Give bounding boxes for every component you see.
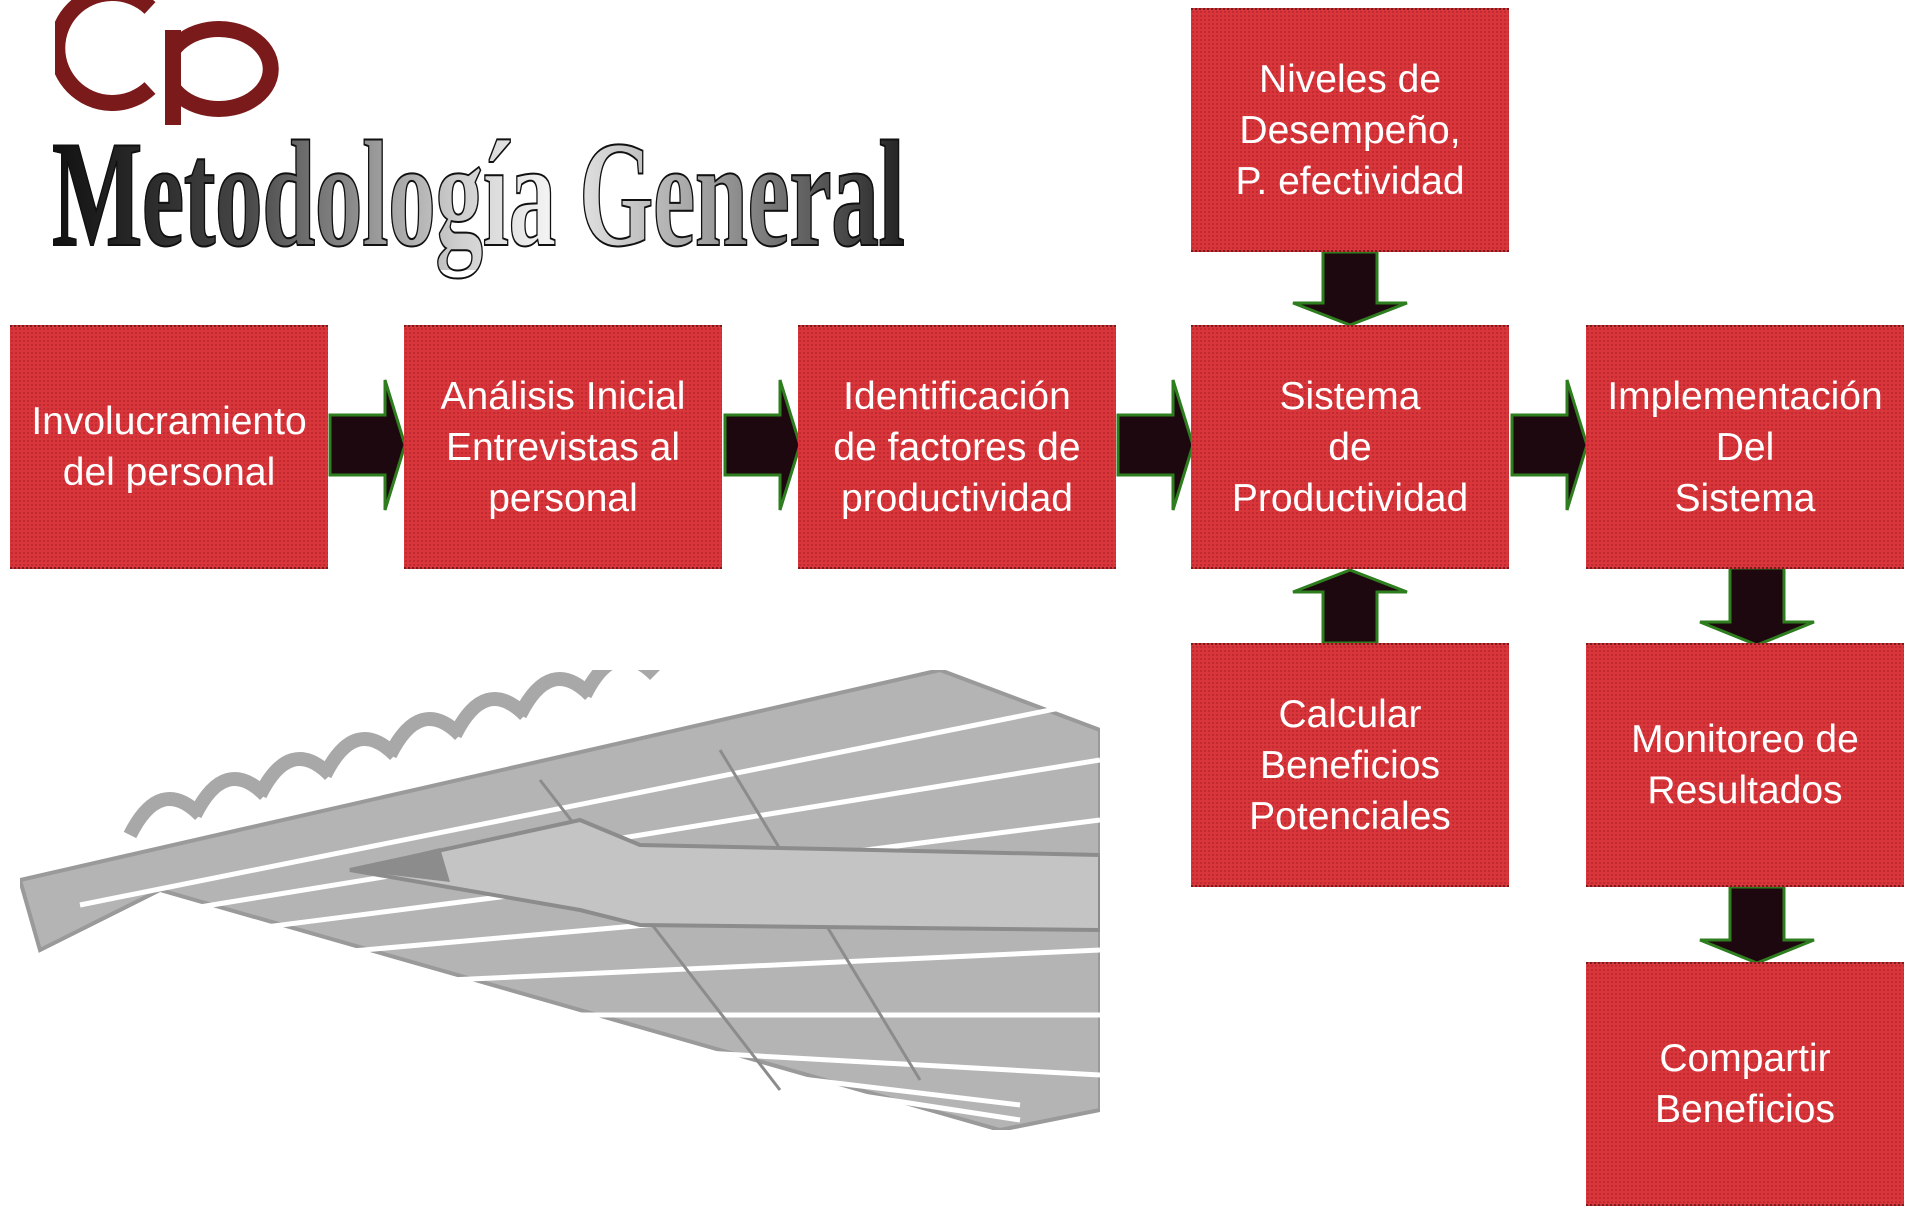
box-involucramiento: Involucramiento del personal [10,325,328,569]
box-implementacion: Implementación Del Sistema [1586,325,1904,569]
box-calcular-beneficios: Calcular Beneficios Potenciales [1191,643,1509,887]
box-compartir-beneficios: Compartir Beneficios [1586,962,1904,1206]
box-analisis-label: Análisis Inicial Entrevistas al personal [440,374,686,520]
box-implementacion-label: Implementación Del Sistema [1607,374,1883,520]
arrow-down-implementacion [1699,566,1815,647]
box-analisis-inicial: Análisis Inicial Entrevistas al personal [404,325,722,569]
notebook-pencil-icon [20,670,1100,1130]
arrow-right-3 [1116,379,1195,511]
arrow-down-niveles [1292,250,1408,327]
page-title: Metodología General [51,110,905,278]
arrow-up-calcular [1292,568,1408,645]
arrow-down-monitoreo [1699,885,1815,965]
box-sistema-productividad: Sistema de Productividad [1191,325,1509,569]
box-niveles-label: Niveles de Desempeño, P. efectividad [1235,57,1465,203]
arrow-right-4 [1510,379,1589,511]
arrow-right-1 [328,379,407,511]
box-identificacion-label: Identificación de factores de productivi… [833,374,1081,520]
box-calcular-label: Calcular Beneficios Potenciales [1249,692,1451,838]
box-sistema-label: Sistema de Productividad [1231,374,1469,520]
box-compartir-label: Compartir Beneficios [1655,1037,1835,1131]
box-identificacion: Identificación de factores de productivi… [798,325,1116,569]
box-monitoreo-label: Monitoreo de Resultados [1631,718,1859,812]
arrow-right-2 [723,379,802,511]
cp-logo-icon [55,0,279,125]
box-monitoreo: Monitoreo de Resultados [1586,643,1904,887]
box-niveles-desempeno: Niveles de Desempeño, P. efectividad [1191,8,1509,252]
box-involucramiento-label: Involucramiento del personal [31,400,307,494]
